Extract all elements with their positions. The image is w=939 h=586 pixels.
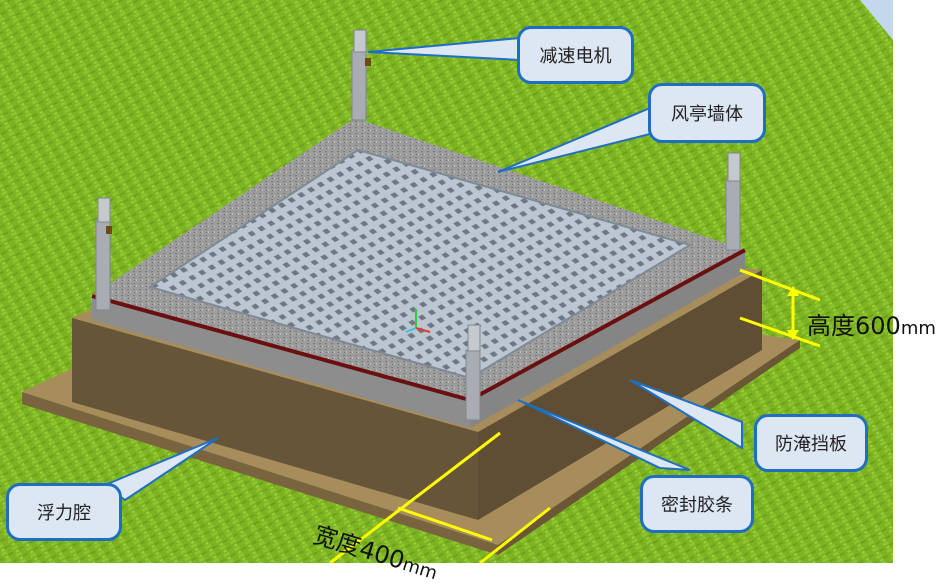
wall-front-right [470, 250, 745, 428]
motor-post-back [351, 29, 371, 121]
callout-flood-baffle: 防淹挡板 [754, 414, 868, 472]
base-plate-front-left [22, 392, 498, 555]
callout-buoyancy-chamber-label: 浮力腔 [37, 503, 91, 524]
motor-post-front [465, 324, 481, 421]
callout-seal-strip-label: 密封胶条 [661, 495, 733, 516]
sky-corner [860, 0, 893, 40]
callout-motor-label: 减速电机 [539, 46, 612, 67]
pointer-flood-baffle [629, 379, 743, 450]
grid-floor [147, 148, 693, 380]
chamber-front-right [478, 270, 762, 520]
callout-seal-strip: 密封胶条 [640, 475, 754, 533]
callout-motor: 减速电机 [517, 26, 634, 84]
pointer-seal-strip [517, 399, 691, 471]
callout-buoyancy-chamber: 浮力腔 [6, 483, 122, 541]
right-margin [893, 0, 939, 563]
callout-wall: 风亭墙体 [648, 83, 766, 143]
chamber-front-left [72, 318, 478, 520]
height-dimension [739, 268, 821, 348]
base-plate-front-right [498, 340, 800, 555]
width-dimension [329, 431, 551, 563]
motor-post-left [95, 197, 112, 311]
height-dimension-label: 高度600mm [807, 312, 936, 340]
callout-flood-baffle-label: 防淹挡板 [775, 434, 847, 455]
motor-post-right [725, 152, 741, 251]
callout-wall-label: 风亭墙体 [671, 104, 743, 125]
wall-front-left [92, 296, 470, 428]
diagram-canvas [0, 0, 939, 563]
axis-gizmo [405, 309, 431, 333]
